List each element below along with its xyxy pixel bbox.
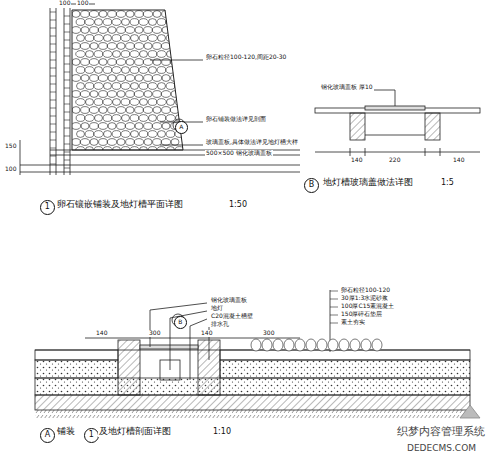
material-note: 玻璃盖板,具体做法详见地灯槽大样 — [205, 139, 299, 146]
material-note: 30厚1:3水泥砂浆 — [340, 295, 389, 302]
dimension: 140 — [200, 330, 213, 337]
material-note: 卵石粒径100-120 — [340, 287, 391, 294]
detail-number: B — [304, 178, 319, 193]
dimension: 140 — [452, 157, 465, 164]
detail-title: 铺装 — [56, 427, 76, 437]
material-note: C20混凝土槽壁 — [210, 313, 254, 320]
material-note: 卵石粒径100-120,间距20-30 — [205, 54, 287, 61]
material-note: 素土夯实 — [340, 319, 366, 326]
watermark: 织梦内容管理系统 — [396, 426, 486, 438]
material-note: 排水孔 — [210, 321, 230, 328]
material-note: 100厚C15素混凝土 — [340, 303, 395, 310]
scale: 1:5 — [440, 179, 455, 188]
scale: 1:10 — [212, 428, 232, 437]
detail-number: A — [40, 428, 55, 443]
dimension: 100 — [4, 166, 17, 173]
section-mark: A — [175, 121, 188, 134]
material-note: 卵石铺装做法详见剖面 — [205, 116, 267, 123]
section-mark: B — [174, 316, 187, 329]
scale: 1:50 — [228, 201, 248, 210]
dimension: 140 — [350, 157, 363, 164]
dimension: 140 — [95, 330, 108, 337]
material-note: 钢化玻璃盖板 厚10 — [320, 84, 374, 91]
material-note: 500×500 钢化玻璃盖板 — [205, 150, 273, 157]
dimension: 300 — [148, 330, 161, 337]
dimension: 300 — [262, 330, 275, 337]
dimension: 100 — [76, 0, 89, 7]
material-note: 钢化玻璃盖板 — [210, 297, 248, 304]
material-note: 150厚碎石垫层 — [340, 311, 383, 318]
material-note: 地灯 — [210, 305, 224, 312]
detail-number: 1 — [40, 200, 55, 215]
dimension: 100 — [58, 0, 71, 7]
detail-title: 及地灯槽剖面详图 — [98, 427, 172, 437]
detail-title: 卵石镶嵌铺装及地灯槽平面详图 — [56, 200, 184, 210]
detail-number: 1 — [84, 428, 99, 443]
detail-title: 地灯槽玻璃盖做法详图 — [322, 178, 414, 188]
dimension: 220 — [388, 157, 401, 164]
dimension: 150 — [4, 143, 17, 150]
watermark: DEDECMS.COM — [406, 444, 477, 454]
